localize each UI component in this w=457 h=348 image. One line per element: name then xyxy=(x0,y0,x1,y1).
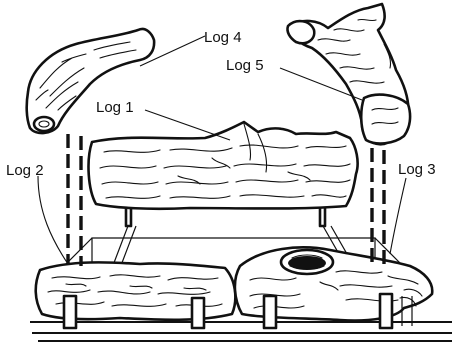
label-log-3: Log 3 xyxy=(398,161,436,178)
label-log-4: Log 4 xyxy=(204,29,242,46)
log3-leader xyxy=(390,178,406,254)
log2-foot-left xyxy=(64,296,76,328)
label-log-5: Log 5 xyxy=(226,57,264,74)
log-5 xyxy=(287,4,410,144)
log-4 xyxy=(27,29,154,133)
log-3 xyxy=(235,247,432,328)
log4-end-cap xyxy=(34,117,54,131)
log2-leader xyxy=(38,176,68,264)
label-log-2: Log 2 xyxy=(6,162,44,179)
log5-end-cap xyxy=(287,21,314,43)
log3-foot-right xyxy=(380,294,392,328)
label-log-1: Log 1 xyxy=(96,99,134,116)
log5-cut-end xyxy=(361,95,410,144)
log2-foot-right xyxy=(192,298,204,328)
log-1 xyxy=(89,122,358,209)
log1-leader xyxy=(145,110,230,140)
log3-foot-left xyxy=(264,296,276,328)
log-2 xyxy=(36,262,236,328)
